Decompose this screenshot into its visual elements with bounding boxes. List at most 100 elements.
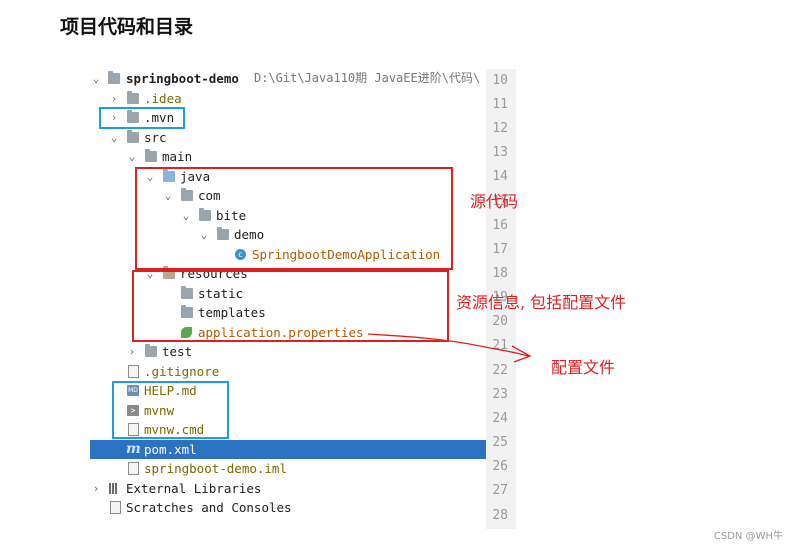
chevron-right-icon[interactable]: › [128,345,136,358]
tree-item-label: SpringbootDemoApplication [252,247,441,262]
line-number: 12 [492,121,508,136]
chevron-down-icon[interactable]: ⌄ [128,150,136,163]
tree-item-scratches[interactable]: Scratches and Consoles [90,498,486,517]
chevron-right-icon[interactable]: › [110,92,118,105]
tree-item-bite[interactable]: ⌄ bite [90,206,486,225]
terminal-icon: > [127,405,139,416]
file-icon [128,462,139,475]
source-folder-icon [163,169,175,182]
line-number: 25 [492,435,508,450]
watermark-credit: CSDN @WH牛 [713,531,783,542]
folder-icon [145,344,157,357]
line-number: 27 [492,483,508,498]
maven-icon: m [126,441,141,457]
package-icon [199,208,211,221]
tree-item-label: mvnw [144,403,175,418]
tree-item-label: static [198,286,244,301]
chevron-down-icon[interactable]: ⌄ [146,170,154,183]
line-number: 20 [492,314,508,329]
file-icon [128,423,139,436]
folder-icon [127,110,139,123]
line-number: 19 [492,290,508,305]
tree-item-idea[interactable]: › .idea [90,89,486,108]
folder-icon [145,149,157,162]
chevron-down-icon[interactable]: ⌄ [146,267,154,280]
folder-icon [127,130,139,143]
annotation-source-code: 源代码 [470,192,519,211]
scratches-icon [110,501,121,514]
tree-item-label: com [198,188,221,203]
chevron-down-icon[interactable]: ⌄ [200,228,208,241]
tree-item-label: .mvn [144,110,175,125]
tree-item-label: demo [234,227,265,242]
resources-highlight-box [132,270,449,342]
mvn-highlight-box [99,107,185,129]
folder-icon [181,305,193,318]
line-number: 24 [492,411,508,426]
chevron-right-icon[interactable]: › [92,482,100,495]
folder-icon [181,286,193,299]
line-number: 15 [492,194,508,209]
tree-item-label: java [180,169,211,184]
tree-item-pom-xml[interactable]: m pom.xml [90,440,486,459]
tree-item-gitignore[interactable]: .gitignore [90,362,486,381]
line-number: 23 [492,387,508,402]
tree-item-demo[interactable]: ⌄ demo [90,225,486,244]
line-number: 13 [492,145,508,160]
tree-item-label: application.properties [198,325,364,340]
chevron-right-icon[interactable]: › [110,111,118,124]
markdown-icon: MD [127,385,139,396]
tree-item-application-properties[interactable]: application.properties [90,323,486,342]
tree-item-label: mvnw.cmd [144,422,205,437]
tree-item-iml[interactable]: springboot-demo.iml [90,459,486,478]
tree-item-src[interactable]: ⌄ src [90,128,486,147]
tree-item-test[interactable]: › test [90,342,486,361]
tree-item-project-root[interactable]: ⌄ springboot-demo D:\Git\Java110期 JavaEE… [90,69,486,88]
chevron-down-icon[interactable]: ⌄ [164,189,172,202]
line-number: 10 [492,73,508,88]
line-number: 18 [492,266,508,281]
class-icon: c [235,249,246,260]
wrapper-files-highlight-box [112,381,229,439]
line-number: 26 [492,459,508,474]
tree-item-static[interactable]: static [90,284,486,303]
line-number: 11 [492,97,508,112]
page-heading: 项目代码和目录 [60,16,194,38]
spring-leaf-icon [181,327,192,338]
project-name: springboot-demo [126,71,239,86]
project-folder-icon [108,71,120,84]
tree-item-label: bite [216,208,247,223]
chevron-down-icon[interactable]: ⌄ [110,131,118,144]
tree-item-label: Scratches and Consoles [126,500,292,515]
project-path: D:\Git\Java110期 JavaEE进阶\代码\ [254,71,481,85]
annotation-config-file: 配置文件 [551,358,616,377]
tree-item-main[interactable]: ⌄ main [90,147,486,166]
tree-item-mvnw-cmd[interactable]: mvnw.cmd [90,420,486,439]
package-icon [181,188,193,201]
tree-item-mvn[interactable]: › .mvn [90,108,486,127]
tree-item-label: pom.xml [144,442,197,457]
tree-item-label: External Libraries [126,481,262,496]
package-icon [217,227,229,240]
tree-item-com[interactable]: ⌄ com [90,186,486,205]
source-code-highlight-box [135,167,453,270]
tree-item-java[interactable]: ⌄ java [90,167,486,186]
tree-item-mvnw[interactable]: > mvnw [90,401,486,420]
line-number: 17 [492,242,508,257]
tree-item-label: test [162,344,193,359]
line-number: 28 [492,508,508,523]
chevron-down-icon[interactable]: ⌄ [92,72,100,85]
tree-item-label: springboot-demo.iml [144,461,287,476]
tree-item-application-class[interactable]: c SpringbootDemoApplication [90,245,486,264]
tree-item-label: templates [198,305,266,320]
line-number-gutter: 10 11 12 13 14 15 16 17 18 19 20 21 22 2… [486,69,516,529]
tree-item-label: main [162,149,193,164]
chevron-down-icon[interactable]: ⌄ [182,209,190,222]
tree-item-label: .gitignore [144,364,220,379]
tree-item-external-libraries[interactable]: › External Libraries [90,479,486,498]
library-icon [109,483,121,494]
tree-item-templates[interactable]: templates [90,303,486,322]
tree-item-label: src [144,130,167,145]
project-tree: ⌄ springboot-demo D:\Git\Java110期 JavaEE… [90,69,486,529]
tree-item-help-md[interactable]: MD HELP.md [90,381,486,400]
